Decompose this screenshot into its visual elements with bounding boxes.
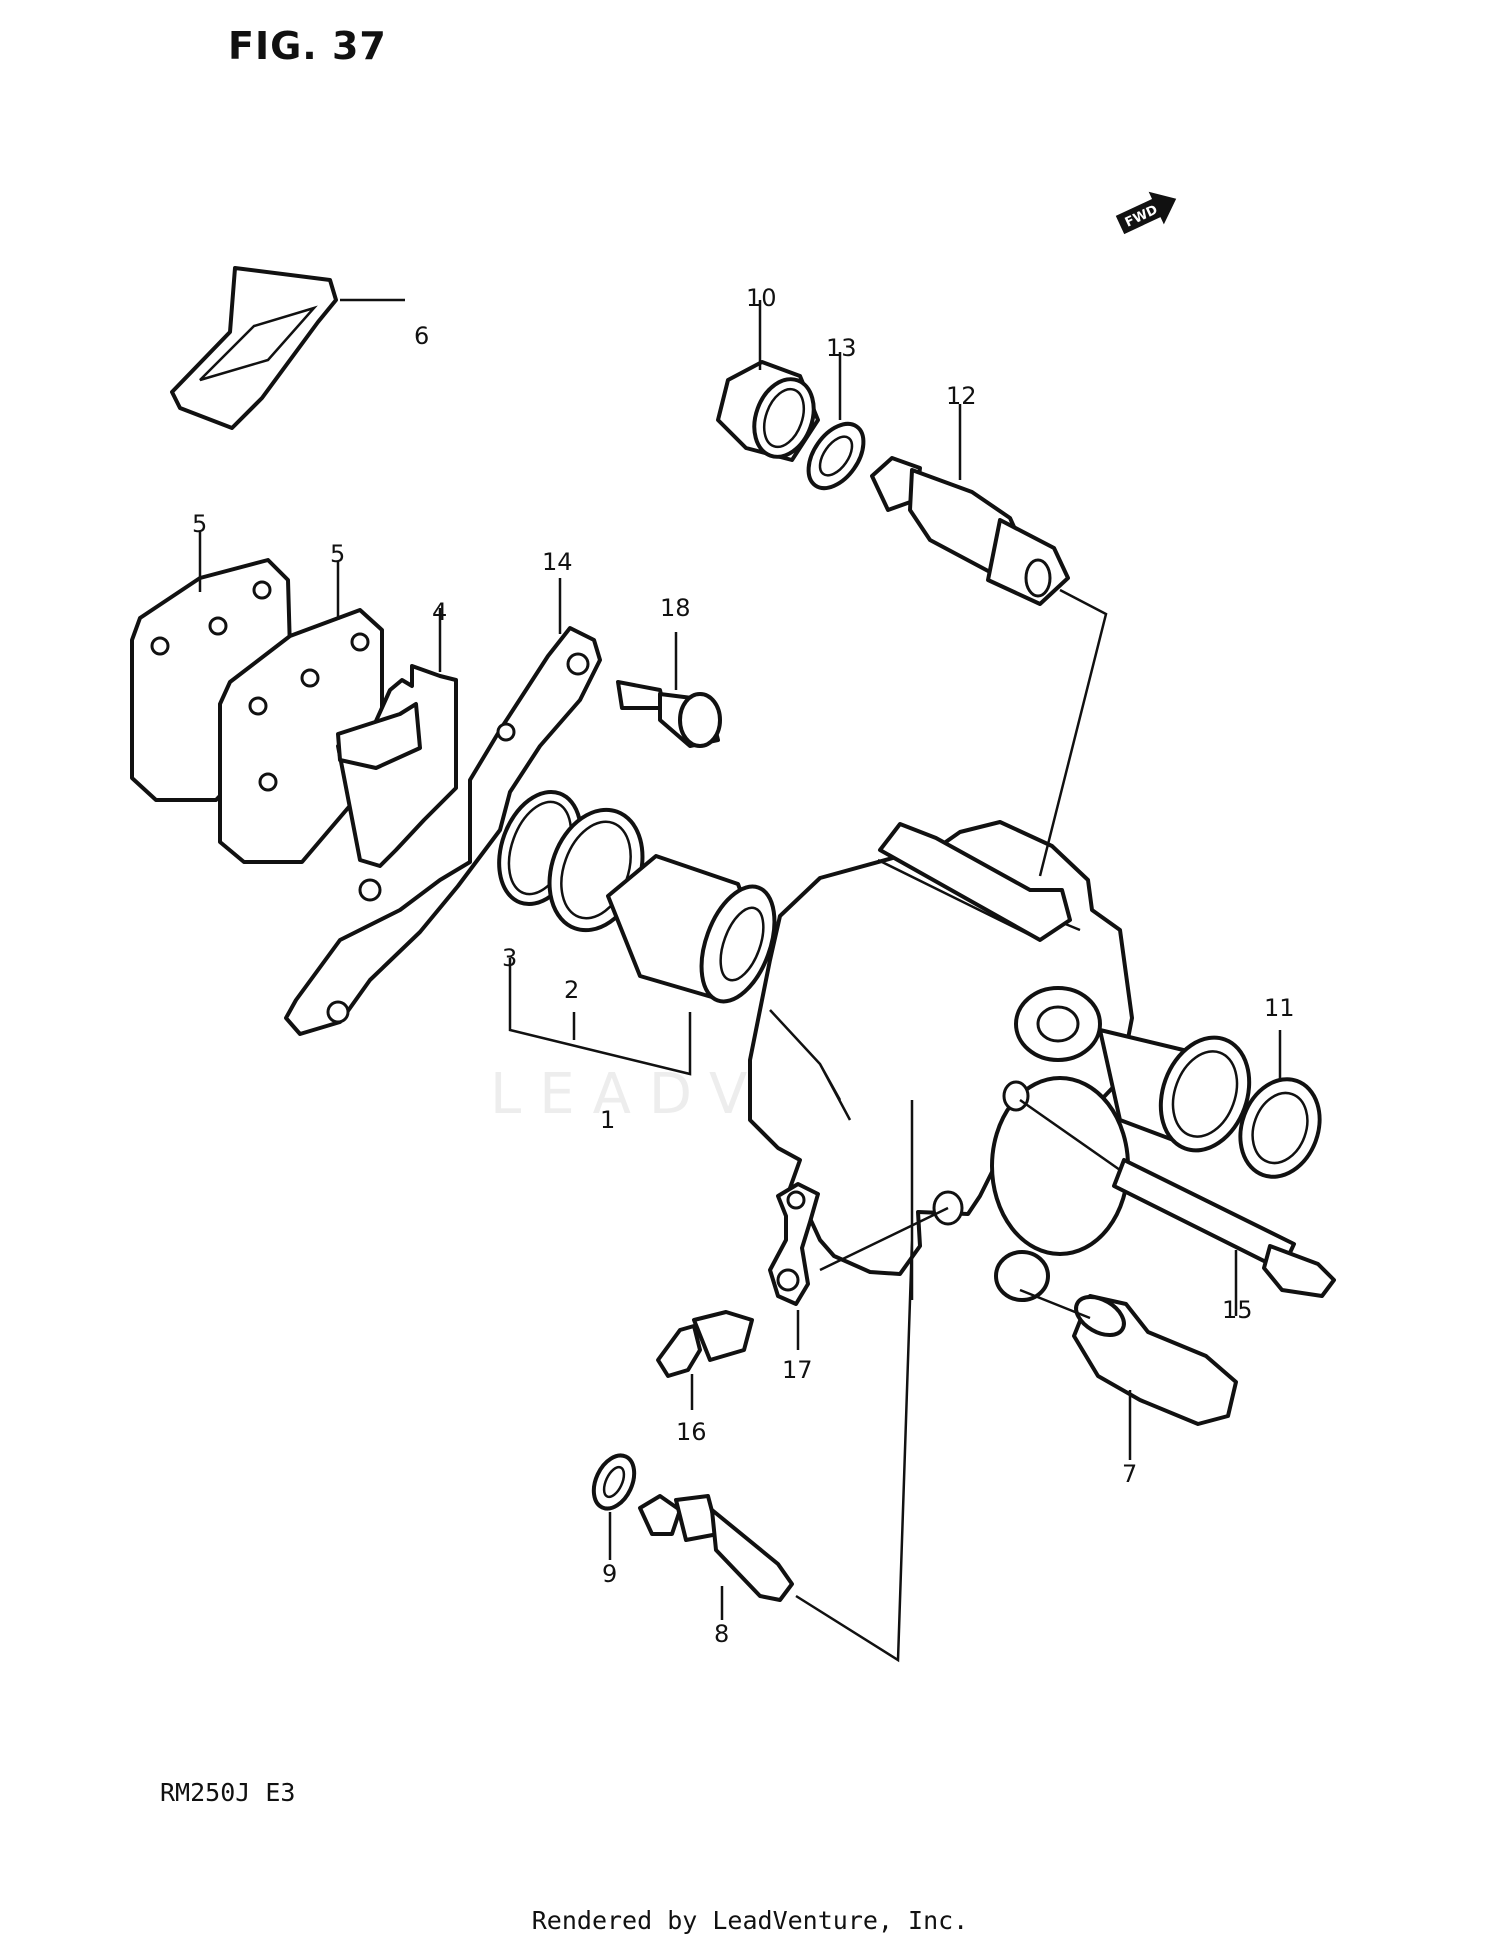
figure-title: FIG. 37 <box>228 24 387 68</box>
callout-18: 18 <box>660 594 691 622</box>
washer-part-13 <box>806 352 866 491</box>
callout-10: 10 <box>746 284 777 312</box>
model-code: RM250J E3 <box>160 1778 296 1807</box>
callout-5a: 5 <box>192 510 207 538</box>
callout-11: 11 <box>1264 994 1295 1022</box>
callout-16: 16 <box>676 1418 707 1446</box>
piston-group-bracket <box>508 958 692 1076</box>
callout-8: 8 <box>714 1620 729 1648</box>
bleeder-cap-part-17 <box>768 1182 949 1350</box>
fwd-arrow-icon: FWD <box>1115 191 1177 235</box>
boot-part-11 <box>1238 1030 1322 1179</box>
bolt-part-18 <box>616 632 722 748</box>
callout-6: 6 <box>414 322 429 350</box>
bracket-part-14 <box>284 578 602 1036</box>
pin-leader-line <box>1038 588 1108 877</box>
piston-part-1 <box>606 854 777 1004</box>
callout-15: 15 <box>1222 1296 1253 1324</box>
callout-14: 14 <box>542 548 573 576</box>
callout-13: 13 <box>826 334 857 362</box>
pad-pin-part-15 <box>1019 1098 1336 1316</box>
washer-part-9 <box>591 1453 637 1560</box>
callout-17: 17 <box>782 1356 813 1384</box>
footer-credit: Rendered by LeadVenture, Inc. <box>531 1906 969 1935</box>
callout-1: 1 <box>600 1106 615 1134</box>
boot-part-10 <box>716 300 820 462</box>
callout-3: 3 <box>502 944 517 972</box>
shim-part-4 <box>336 608 458 868</box>
callout-2: 2 <box>564 976 579 1004</box>
bolt-part-8 <box>638 1494 794 1620</box>
brake-pad-part-5b <box>218 562 384 864</box>
sleeve-part-7 <box>1019 1288 1238 1460</box>
pin-part-12 <box>870 404 1070 606</box>
bleeder-valve-part-16 <box>656 1310 754 1410</box>
callout-12: 12 <box>946 382 977 410</box>
callout-4: 4 <box>432 598 447 626</box>
bolt-leader-line <box>795 1100 914 1663</box>
callout-7: 7 <box>1122 1460 1137 1488</box>
pad-spring-part-6 <box>170 266 405 430</box>
callout-5b: 5 <box>330 540 345 568</box>
callout-9: 9 <box>602 1560 617 1588</box>
caliper-body <box>748 820 1252 1302</box>
